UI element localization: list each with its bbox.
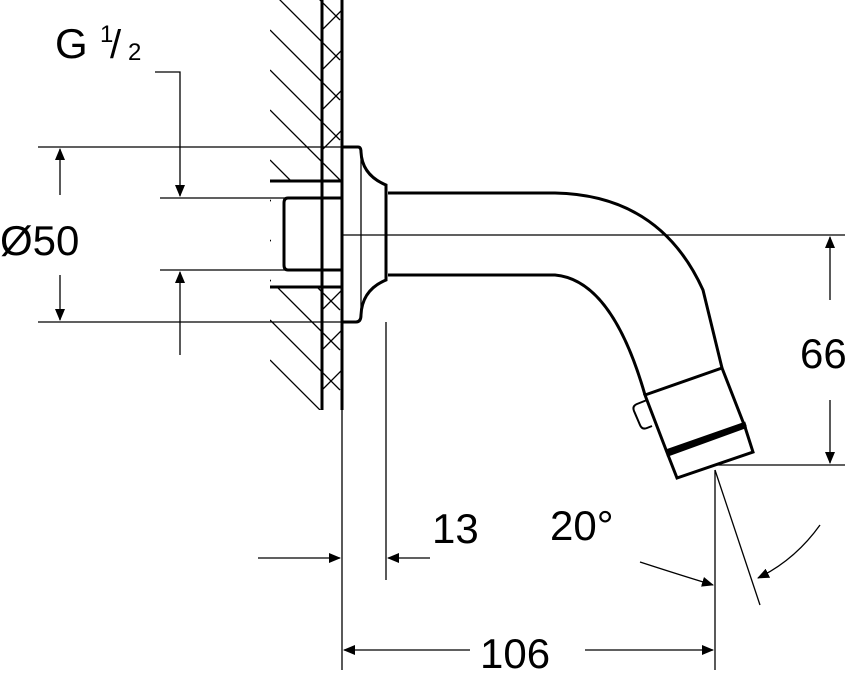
- svg-text:2: 2: [128, 39, 141, 66]
- angle-dimension-label: 20°: [550, 502, 614, 549]
- thread-size-label: G 1 / 2: [55, 20, 141, 67]
- length-dimension-label: 106: [480, 630, 550, 675]
- svg-text:/: /: [110, 23, 122, 67]
- svg-text:G: G: [55, 20, 88, 67]
- height-dimension-label: 66: [800, 330, 847, 377]
- wall-section: [270, 0, 342, 410]
- rosette: [342, 145, 388, 324]
- spout-outer: [388, 191, 724, 369]
- depth-dimension-label: 13: [432, 505, 479, 552]
- aerator-outlet: [632, 366, 755, 480]
- svg-text:1: 1: [100, 21, 113, 48]
- spout-inner: [388, 273, 647, 396]
- diameter-dimension-label: Ø50: [0, 217, 79, 264]
